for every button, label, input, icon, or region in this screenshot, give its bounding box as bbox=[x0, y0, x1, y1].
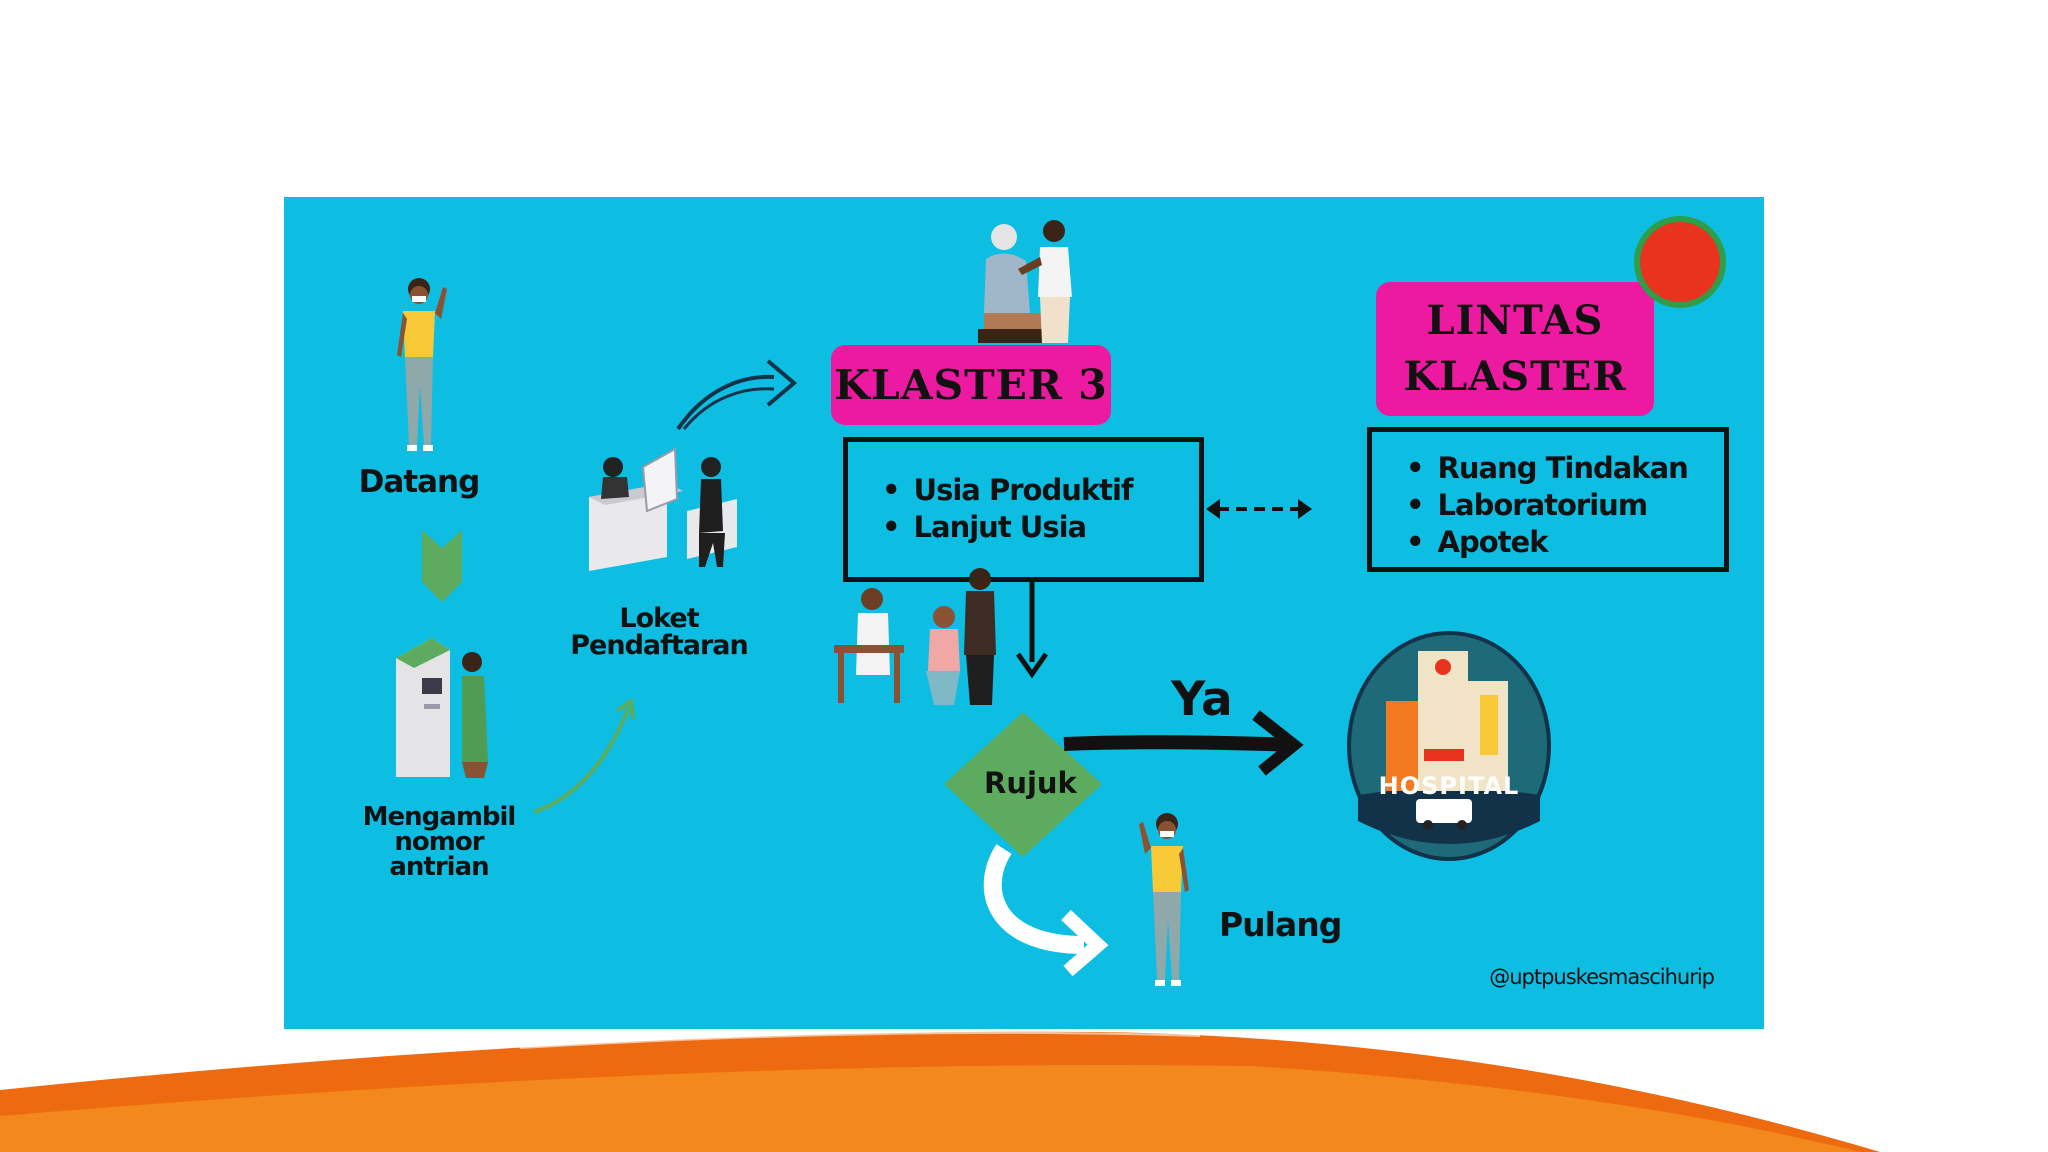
lintas-klaster-item: Laboratorium bbox=[1406, 487, 1724, 524]
pulang-label: Pulang bbox=[1219, 905, 1342, 944]
dashed-double-arrow bbox=[1206, 499, 1312, 519]
step-datang-label: Datang bbox=[358, 464, 481, 500]
hospital-badge-icon bbox=[1347, 631, 1551, 861]
sketch-arrow-icon bbox=[676, 359, 798, 431]
klaster3-title: KLASTER 3 bbox=[831, 345, 1111, 425]
lintas-klaster-item: Apotek bbox=[1406, 524, 1724, 561]
ya-arrow bbox=[1063, 710, 1304, 776]
white-curved-arrow bbox=[983, 844, 1109, 977]
down-arrow bbox=[1015, 582, 1049, 679]
step-ambil-nomor-label: Mengambil nomor antrian bbox=[362, 802, 517, 882]
klaster3-item: Lanjut Usia bbox=[882, 509, 1199, 546]
klaster3-box: Usia Produktif Lanjut Usia bbox=[843, 437, 1204, 582]
doctor-elderly-patient-icon bbox=[978, 220, 1072, 343]
hospital-sign-label: HOSPITAL bbox=[1378, 772, 1520, 800]
klaster3-item: Usia Produktif bbox=[882, 472, 1199, 509]
rujuk-label: Rujuk bbox=[984, 766, 1077, 800]
orange-wave-footer bbox=[0, 1031, 1880, 1152]
lintas-klaster-item: Ruang Tindakan bbox=[1406, 450, 1724, 487]
consultation-group-icon bbox=[834, 568, 996, 705]
woman-masked-icon bbox=[397, 278, 447, 451]
social-handle: @uptpuskesmascihurip bbox=[1489, 965, 1715, 989]
klaster3-list: Usia Produktif Lanjut Usia bbox=[882, 472, 1199, 546]
rujuk-diamond bbox=[944, 712, 1102, 857]
ticket-kiosk-icon bbox=[396, 638, 488, 778]
down-chevron-arrow-icon bbox=[422, 530, 462, 602]
woman-going-home-icon bbox=[1139, 813, 1189, 986]
registration-desk-icon bbox=[589, 447, 737, 571]
ya-label: Ya bbox=[1171, 672, 1233, 727]
curved-arrow-up-icon bbox=[533, 697, 635, 814]
lintas-klaster-title: LINTAS KLASTER bbox=[1376, 282, 1654, 416]
lintas-klaster-box: Ruang Tindakan Laboratorium Apotek bbox=[1367, 427, 1729, 572]
diagram-panel: Datang Mengambil nomor antrian Loket Pen… bbox=[284, 197, 1764, 1029]
puskesmas-logo-icon bbox=[1634, 216, 1726, 308]
lintas-klaster-list: Ruang Tindakan Laboratorium Apotek bbox=[1406, 450, 1724, 561]
step-loket-label: Loket Pendaftaran bbox=[570, 603, 749, 661]
